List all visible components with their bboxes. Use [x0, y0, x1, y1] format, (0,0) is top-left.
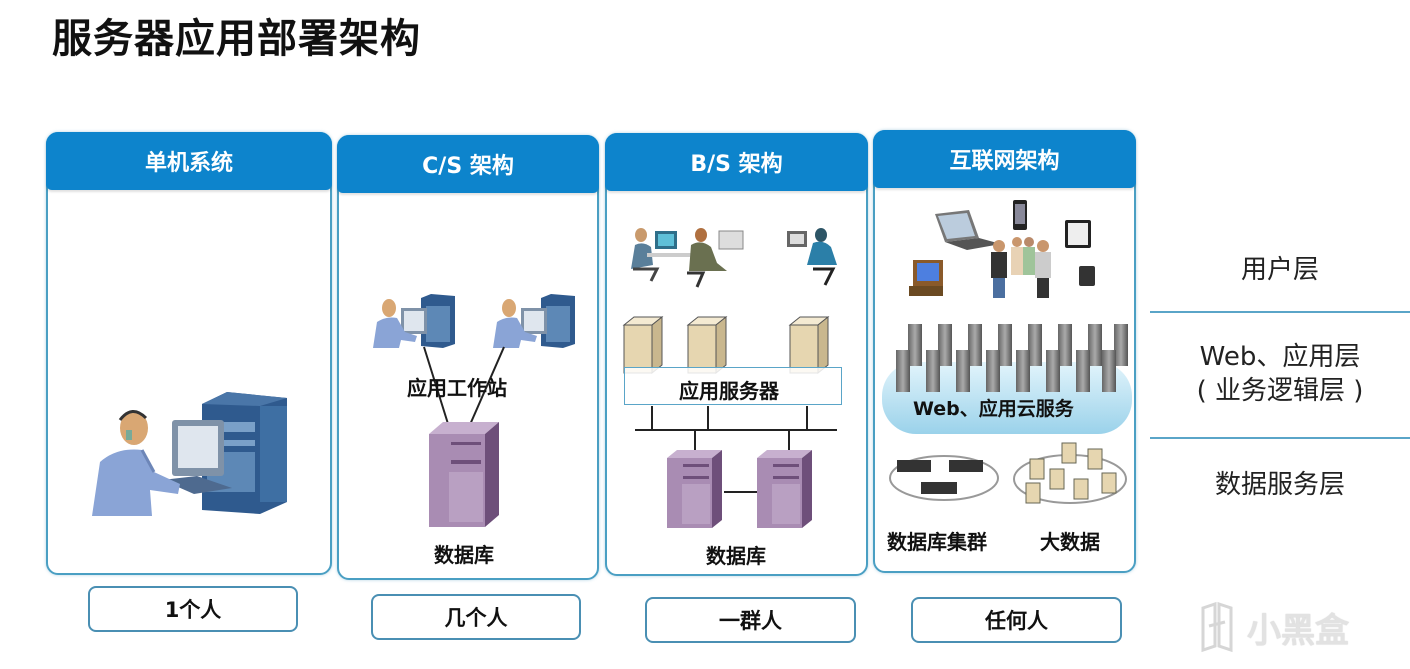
page-title: 服务器应用部署架构: [52, 16, 421, 62]
panel-header: 单机系统: [46, 132, 332, 190]
browser-users-icon: [631, 228, 837, 288]
panel-client-server: C/S 架构 应用工作站 数据库: [337, 135, 599, 580]
watermark-logo-icon: [1201, 601, 1233, 653]
user-at-computer-icon: [92, 392, 287, 516]
app-server-box: [624, 367, 842, 405]
panel-header: 互联网架构: [873, 130, 1136, 188]
app-server-icons: [622, 315, 830, 375]
audience-box-standalone: 1个人: [88, 586, 298, 632]
database-server-icon: [757, 450, 812, 528]
database-cluster-icon: [889, 455, 999, 501]
layer-divider: [1150, 311, 1410, 313]
internet-users-devices-icon: [909, 200, 1095, 298]
big-data-icon: [1013, 442, 1127, 504]
panel-browser-server: B/S 架构 应用服务器: [605, 133, 868, 576]
database-server-icon: [429, 422, 499, 527]
layer-web-app: Web、应用层 ( 业务逻辑层 ): [1150, 340, 1410, 408]
db-cluster-label: 数据库集群: [887, 530, 987, 554]
big-data-label: 大数据: [1040, 530, 1100, 554]
database-label: 数据库: [434, 543, 494, 567]
database-label: 数据库: [706, 544, 766, 568]
layer-divider: [1150, 437, 1410, 439]
panel-standalone: 单机系统: [46, 132, 332, 575]
panel-header: B/S 架构: [605, 133, 868, 191]
client-workstation-icon: [493, 294, 575, 348]
audience-box-internet: 任何人: [911, 597, 1122, 643]
panel-internet: 互联网架构: [873, 130, 1136, 573]
panel-header: C/S 架构: [337, 135, 599, 193]
client-workstation-icon: [373, 294, 455, 348]
layer-data-service: 数据服务层: [1214, 470, 1345, 500]
network-bus-lines: [635, 406, 837, 493]
watermark-text: 小黑盒: [1247, 610, 1349, 651]
watermark: 小黑盒: [1195, 601, 1349, 653]
database-server-icon: [667, 450, 722, 528]
layer-web-app-line1: Web、应用层: [1199, 342, 1361, 372]
workstation-label: 应用工作站: [407, 376, 507, 400]
layer-user: 用户层: [1240, 255, 1319, 285]
connection-lines: [423, 346, 505, 428]
layer-web-app-line2: ( 业务逻辑层 ): [1196, 376, 1364, 406]
cloud-service-label: Web、应用云服务: [913, 398, 1074, 420]
app-server-label: 应用服务器: [679, 379, 779, 403]
cloud-servers-icon: [882, 324, 1132, 434]
audience-box-client-server: 几个人: [371, 594, 581, 640]
audience-box-browser-server: 一群人: [645, 597, 856, 643]
